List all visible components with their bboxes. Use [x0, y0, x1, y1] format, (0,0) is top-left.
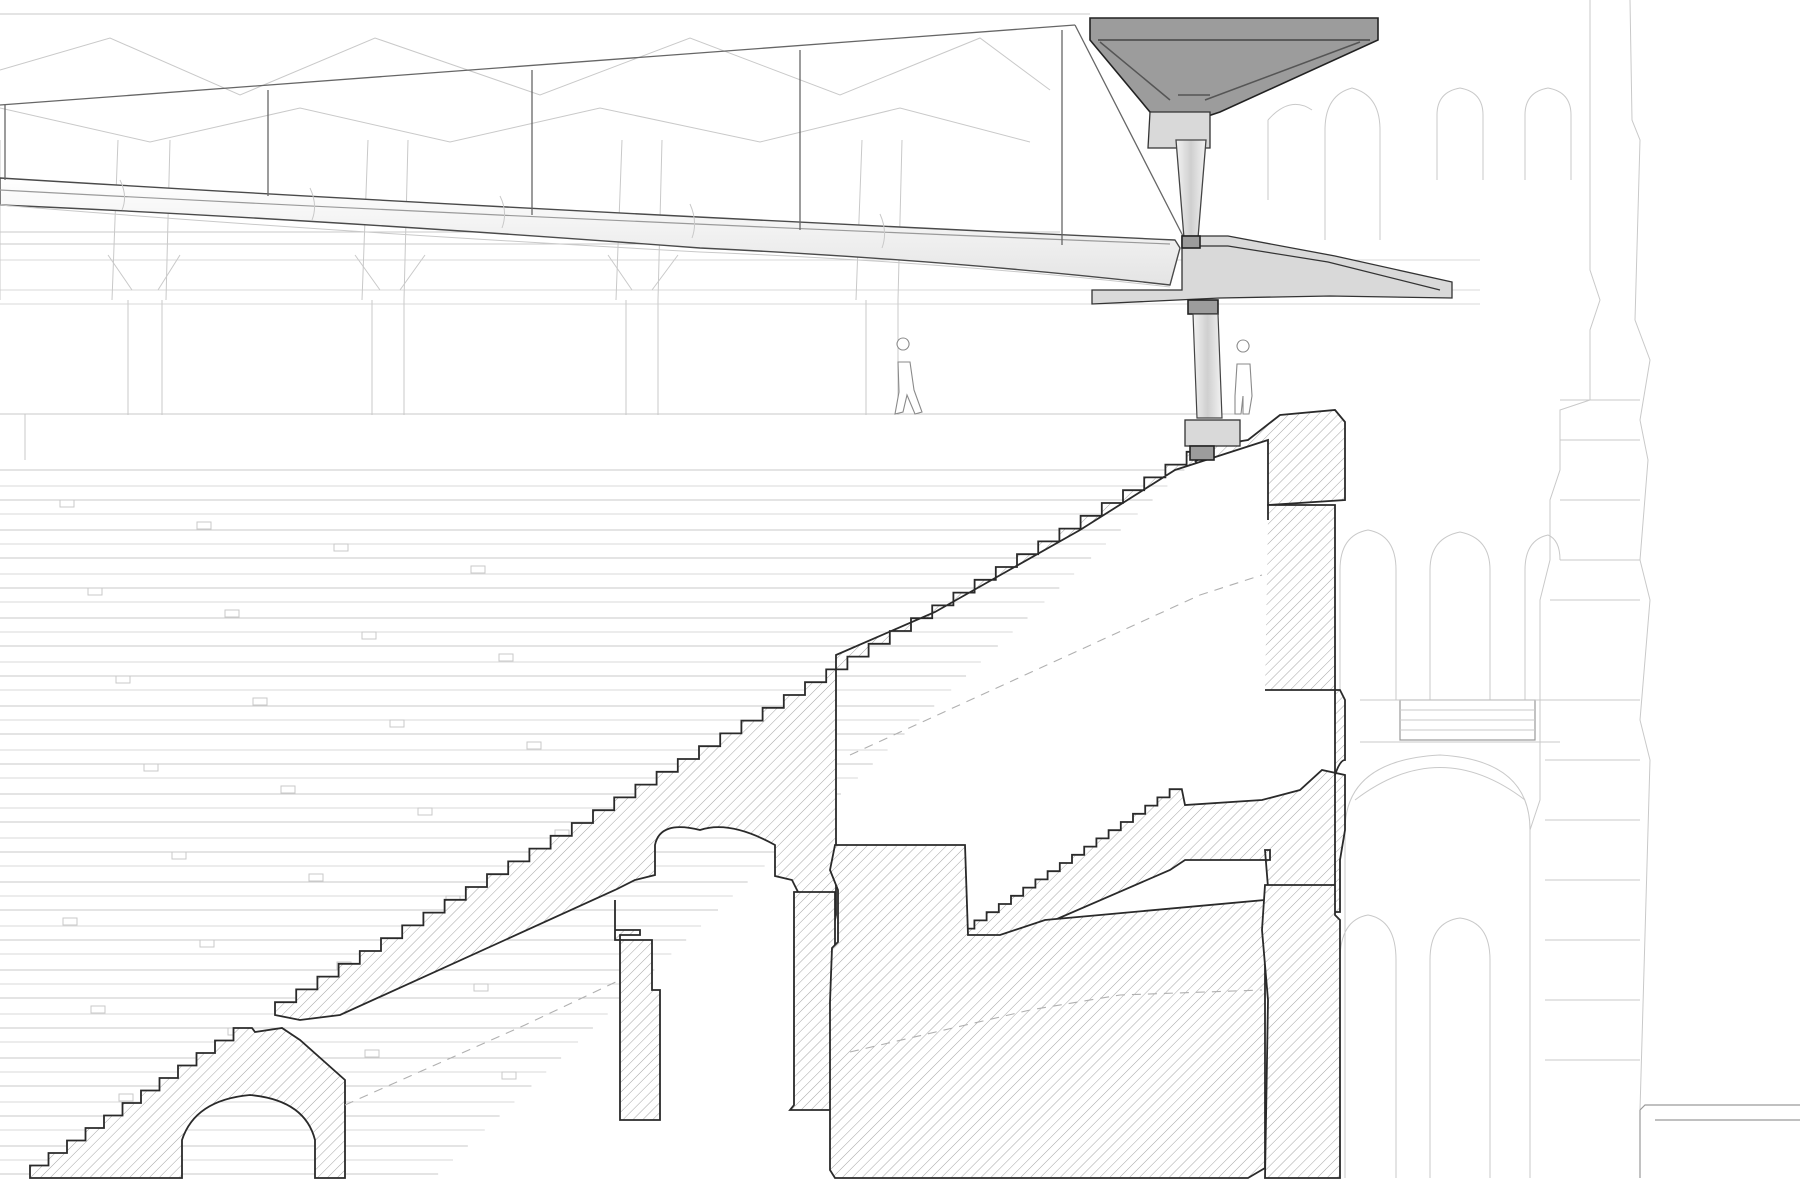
seat-riser-block: [501, 1071, 517, 1080]
seat-riser-block: [498, 653, 514, 662]
seat-riser-block: [224, 609, 240, 618]
seat-riser-block: [308, 873, 324, 882]
lower-stepped-section: [29, 1027, 346, 1179]
seat-riser-block: [90, 1005, 106, 1014]
sectioned-cavea-masonry: [29, 409, 1346, 1179]
seat-riser-block: [280, 785, 296, 794]
seat-riser-block: [252, 697, 268, 706]
human-scale-figures: [894, 337, 1253, 415]
seat-riser-block: [59, 499, 75, 508]
seat-riser-block: [143, 763, 159, 772]
seat-riser-block: [196, 521, 212, 530]
tension-cables: [0, 24, 1186, 245]
seat-riser-block: [87, 587, 103, 596]
seat-riser-block: [361, 631, 377, 640]
exterior-facade-arcades: [1267, 0, 1800, 1178]
seat-riser-block: [171, 851, 187, 860]
hidden-lines: [344, 574, 1263, 1106]
y-shaped-steel-mast: [1089, 17, 1453, 461]
walking-figure: [894, 337, 923, 415]
mast-outrigger-arm: [1091, 235, 1453, 305]
seat-riser-block: [389, 719, 405, 728]
seat-riser-block: [115, 675, 131, 684]
standing-figure: [1234, 339, 1253, 415]
seat-riser-block: [333, 543, 349, 552]
main-stepped-cavea-section: [274, 409, 1346, 1021]
seat-riser-block: [62, 917, 78, 926]
seat-riser-block: [417, 807, 433, 816]
vault-pier-left: [614, 900, 661, 1121]
seat-riser-block: [473, 983, 489, 992]
seat-riser-block: [364, 1049, 380, 1058]
seat-riser-block: [118, 1093, 134, 1102]
ground-floor-slab: [829, 844, 1266, 1179]
seat-riser-block: [526, 741, 542, 750]
outer-pier-wall: [1261, 504, 1346, 1179]
roof-support-bay-posts: [0, 139, 903, 415]
cantilever-roof-canopy: [0, 177, 1181, 288]
seat-riser-block: [470, 565, 486, 574]
seat-riser-block: [199, 939, 215, 948]
